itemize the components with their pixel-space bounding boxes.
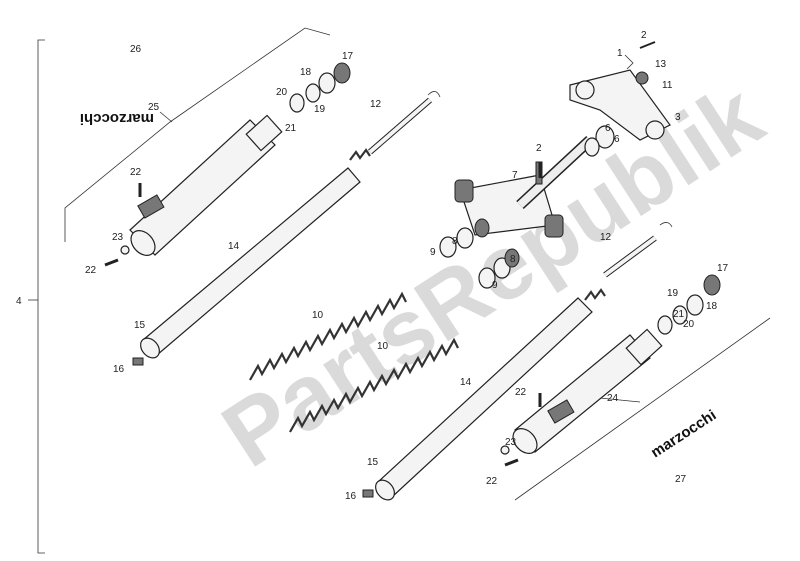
label-13: 13 — [655, 59, 667, 70]
label-15: 15 — [367, 457, 379, 468]
label-16: 16 — [113, 364, 125, 375]
label-3: 3 — [675, 112, 681, 123]
left-fork-tube — [132, 167, 361, 366]
brand-marzocchi-right: marzocchi — [648, 407, 719, 462]
label-15: 15 — [134, 320, 146, 331]
label-18: 18 — [706, 301, 718, 312]
part-labels: 4 26 25 20 18 17 21 19 22 23 22 14 15 16… — [16, 30, 729, 502]
fork-bushings — [439, 218, 520, 289]
label-1: 1 — [617, 48, 623, 59]
label-21: 21 — [673, 309, 685, 320]
right-fork-slider — [512, 328, 663, 454]
left-damper-rod — [349, 91, 441, 161]
right-damper-rod — [603, 222, 673, 278]
assembly-brackets — [28, 27, 771, 554]
label-26: 26 — [130, 44, 142, 55]
label-8: 8 — [452, 236, 458, 247]
label-19: 19 — [314, 104, 326, 115]
label-10: 10 — [312, 310, 324, 321]
label-17: 17 — [342, 51, 354, 62]
label-27: 27 — [675, 474, 687, 485]
label-7: 7 — [512, 170, 518, 181]
spring-upper — [249, 291, 407, 381]
spring-lower — [289, 337, 459, 433]
right-fork-tube — [362, 297, 593, 501]
label-22: 22 — [486, 476, 498, 487]
label-14: 14 — [460, 377, 472, 388]
brand-marzocchi-left: marzocchi — [80, 110, 154, 127]
label-6: 6 — [614, 134, 620, 145]
left-fork-slider — [129, 114, 283, 256]
right-spring-short — [584, 288, 606, 301]
label-12: 12 — [600, 232, 612, 243]
label-20: 20 — [276, 87, 288, 98]
label-10: 10 — [377, 341, 389, 352]
label-2: 2 — [641, 30, 647, 41]
bolts — [104, 162, 542, 467]
label-8: 8 — [510, 254, 516, 265]
label-2: 2 — [536, 143, 542, 154]
label-4: 4 — [16, 296, 22, 307]
label-14: 14 — [228, 241, 240, 252]
label-6: 6 — [605, 123, 611, 134]
label-22: 22 — [85, 265, 97, 276]
label-16: 16 — [345, 491, 357, 502]
upper-triple-clamp — [569, 41, 671, 157]
label-12: 12 — [370, 99, 382, 110]
label-25: 25 — [148, 102, 160, 113]
label-19: 19 — [667, 288, 679, 299]
right-seals — [657, 274, 721, 335]
label-21: 21 — [285, 123, 297, 134]
label-22: 22 — [515, 387, 527, 398]
label-9: 9 — [430, 247, 436, 258]
label-23: 23 — [505, 437, 517, 448]
label-22: 22 — [130, 167, 142, 178]
left-seals — [289, 62, 351, 113]
label-11: 11 — [662, 80, 673, 91]
label-18: 18 — [300, 67, 312, 78]
label-23: 23 — [112, 232, 124, 243]
label-20: 20 — [683, 319, 695, 330]
label-24: 24 — [607, 393, 619, 404]
label-9: 9 — [492, 280, 498, 291]
label-17: 17 — [717, 263, 729, 274]
